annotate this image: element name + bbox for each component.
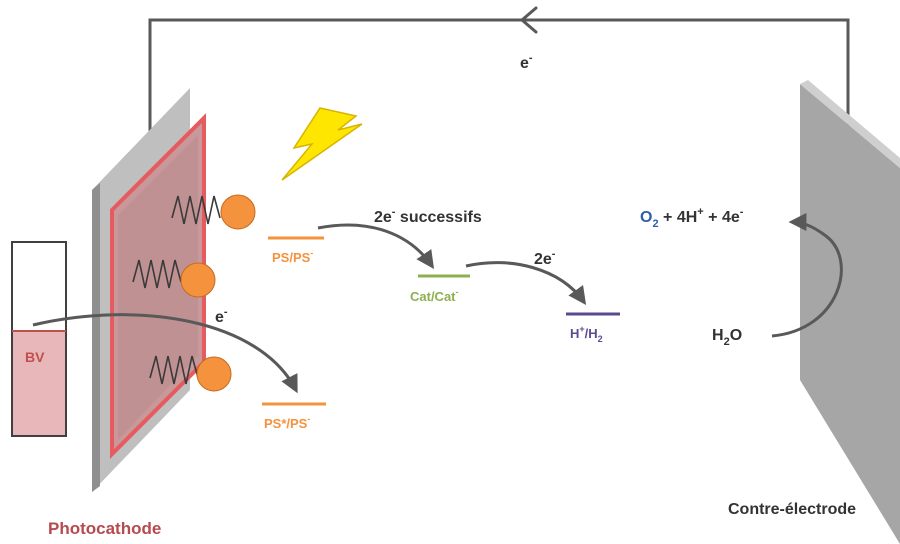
dye-sphere <box>180 262 216 298</box>
photocathode-substrate-edge <box>92 183 100 492</box>
external-circuit-wire <box>148 18 850 175</box>
dye-sphere <box>220 194 256 230</box>
oxygen-product-label: O2 + 4H+ + 4e- <box>640 206 744 230</box>
counter-electrode-label: Contre-électrode <box>728 501 856 518</box>
counter-electrode-edge <box>800 80 900 168</box>
electron-transfer-arrow-ps-cat <box>317 223 435 269</box>
circuit-direction-arrowhead <box>519 6 538 34</box>
water-label: H2O <box>712 327 742 348</box>
two-electron-successive-label: 2e- successifs <box>374 206 482 226</box>
ps-star-level-label: PS*/PS- <box>264 414 310 431</box>
valence-band-label: BV <box>25 349 45 365</box>
ps-level-label: PS/PS- <box>272 248 313 265</box>
dye-sphere <box>196 356 232 392</box>
photocathode-label: Photocathode <box>48 519 161 538</box>
lightning-bolt-icon <box>281 107 363 181</box>
hole-transfer-arrow <box>32 313 298 394</box>
valence-band-fill <box>13 331 65 435</box>
electron-circuit-label: e- <box>520 52 533 72</box>
water-oxidation-arrow <box>771 213 843 338</box>
two-electron-label: 2e- <box>534 248 556 268</box>
linker-spring <box>132 259 182 289</box>
h-level-label: H+/H2 <box>570 324 603 344</box>
counter-electrode-front <box>800 84 900 544</box>
linker-spring <box>171 195 221 225</box>
cat-level-label: Cat/Cat- <box>410 287 459 304</box>
electron-transfer-arrow-cat-h <box>465 261 587 305</box>
linker-spring <box>149 355 199 385</box>
electron-injection-label: e- <box>215 306 228 326</box>
